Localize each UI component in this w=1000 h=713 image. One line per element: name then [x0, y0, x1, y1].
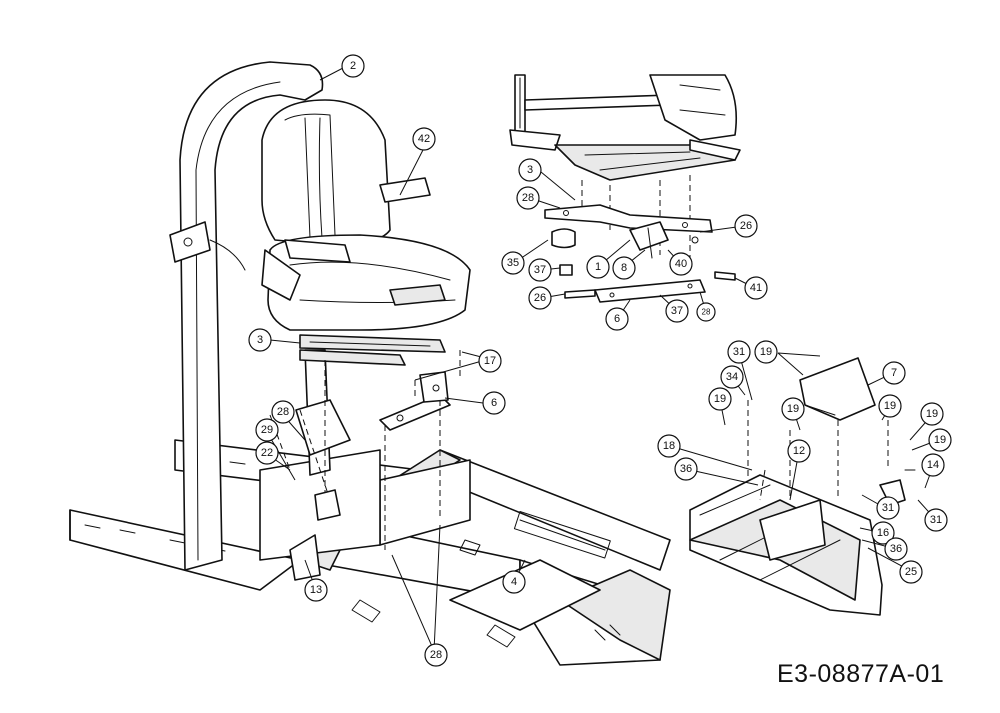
svg-text:37: 37 — [534, 264, 546, 276]
main-assembly — [69, 61, 671, 666]
callout-42: 42 — [412, 127, 436, 151]
callout-28: 28 — [424, 643, 448, 667]
svg-text:19: 19 — [714, 393, 726, 405]
callout-12: 12 — [787, 439, 811, 463]
seat-mount-detail — [509, 74, 741, 303]
callout-16: 16 — [871, 521, 895, 545]
svg-text:26: 26 — [740, 220, 752, 232]
svg-text:13: 13 — [310, 584, 322, 596]
drawing-code: E3-08877A-01 — [777, 660, 945, 688]
callout-36: 36 — [674, 457, 698, 481]
fender-detail — [689, 357, 916, 616]
svg-text:22: 22 — [261, 447, 273, 459]
svg-text:28: 28 — [522, 192, 534, 204]
callout-36: 36 — [884, 537, 908, 561]
svg-text:6: 6 — [614, 313, 620, 325]
callout-40: 40 — [669, 252, 693, 276]
svg-text:31: 31 — [930, 514, 942, 526]
svg-text:41: 41 — [750, 282, 762, 294]
callout-26: 26 — [734, 214, 758, 238]
callout-37: 37 — [665, 299, 689, 323]
svg-text:8: 8 — [621, 262, 627, 274]
callout-41: 41 — [744, 276, 768, 300]
svg-text:19: 19 — [884, 400, 896, 412]
callout-19: 19 — [781, 397, 805, 421]
callout-31: 31 — [876, 496, 900, 520]
callout-3: 3 — [518, 158, 542, 182]
svg-text:12: 12 — [793, 445, 805, 457]
callout-18: 18 — [657, 434, 681, 458]
callout-19: 19 — [878, 394, 902, 418]
svg-text:4: 4 — [511, 576, 517, 588]
svg-text:31: 31 — [882, 502, 894, 514]
callout-14: 14 — [921, 453, 945, 477]
callout-31: 31 — [924, 508, 948, 532]
callout-31: 31 — [727, 340, 751, 364]
svg-text:14: 14 — [927, 459, 939, 471]
svg-text:17: 17 — [484, 355, 496, 367]
svg-text:34: 34 — [726, 371, 738, 383]
callout-8: 8 — [612, 256, 636, 280]
svg-text:40: 40 — [675, 258, 687, 270]
callouts: 2 42 3 17 6 28 29 22 13 4 28 3 28 26 35 … — [248, 54, 952, 667]
callout-34: 34 — [720, 365, 744, 389]
svg-text:7: 7 — [891, 367, 897, 379]
callout-17: 17 — [478, 349, 502, 373]
svg-text:25: 25 — [905, 566, 917, 578]
svg-text:29: 29 — [261, 424, 273, 436]
callout-13: 13 — [304, 578, 328, 602]
svg-text:31: 31 — [733, 346, 745, 358]
callout-6: 6 — [482, 391, 506, 415]
chassis-frame — [69, 439, 671, 666]
seat — [261, 99, 471, 366]
callout-19: 19 — [928, 428, 952, 452]
svg-text:3: 3 — [257, 334, 263, 346]
svg-text:26: 26 — [534, 292, 546, 304]
svg-text:28: 28 — [702, 308, 711, 317]
svg-text:19: 19 — [760, 346, 772, 358]
callout-19: 19 — [754, 340, 778, 364]
svg-text:16: 16 — [877, 527, 889, 539]
callout-35: 35 — [501, 251, 525, 275]
callout-19: 19 — [708, 387, 732, 411]
svg-text:19: 19 — [934, 434, 946, 446]
callout-4: 4 — [502, 570, 526, 594]
svg-text:28: 28 — [277, 406, 289, 418]
svg-text:6: 6 — [491, 397, 497, 409]
callout-28: 28 — [696, 302, 716, 322]
callout-22: 22 — [255, 441, 279, 465]
callout-37: 37 — [528, 258, 552, 282]
svg-text:19: 19 — [787, 403, 799, 415]
svg-text:18: 18 — [663, 440, 675, 452]
callout-7: 7 — [882, 361, 906, 385]
callout-29: 29 — [255, 418, 279, 442]
svg-text:3: 3 — [527, 164, 533, 176]
svg-text:36: 36 — [680, 463, 692, 475]
callout-26: 26 — [528, 286, 552, 310]
svg-text:42: 42 — [418, 133, 430, 145]
svg-text:1: 1 — [595, 261, 601, 273]
callout-28: 28 — [516, 186, 540, 210]
callout-1: 1 — [586, 255, 610, 279]
svg-text:28: 28 — [430, 649, 442, 661]
callout-25: 25 — [899, 560, 923, 584]
callout-19: 19 — [920, 402, 944, 426]
svg-text:2: 2 — [350, 60, 356, 72]
callout-28: 28 — [271, 400, 295, 424]
svg-text:37: 37 — [671, 305, 683, 317]
seat-bracket — [379, 371, 451, 431]
callout-6: 6 — [605, 307, 629, 331]
callout-3: 3 — [248, 328, 272, 352]
rops-bar — [169, 61, 324, 571]
svg-text:36: 36 — [890, 543, 902, 555]
svg-text:19: 19 — [926, 408, 938, 420]
callout-2: 2 — [341, 54, 365, 78]
svg-text:35: 35 — [507, 257, 519, 269]
